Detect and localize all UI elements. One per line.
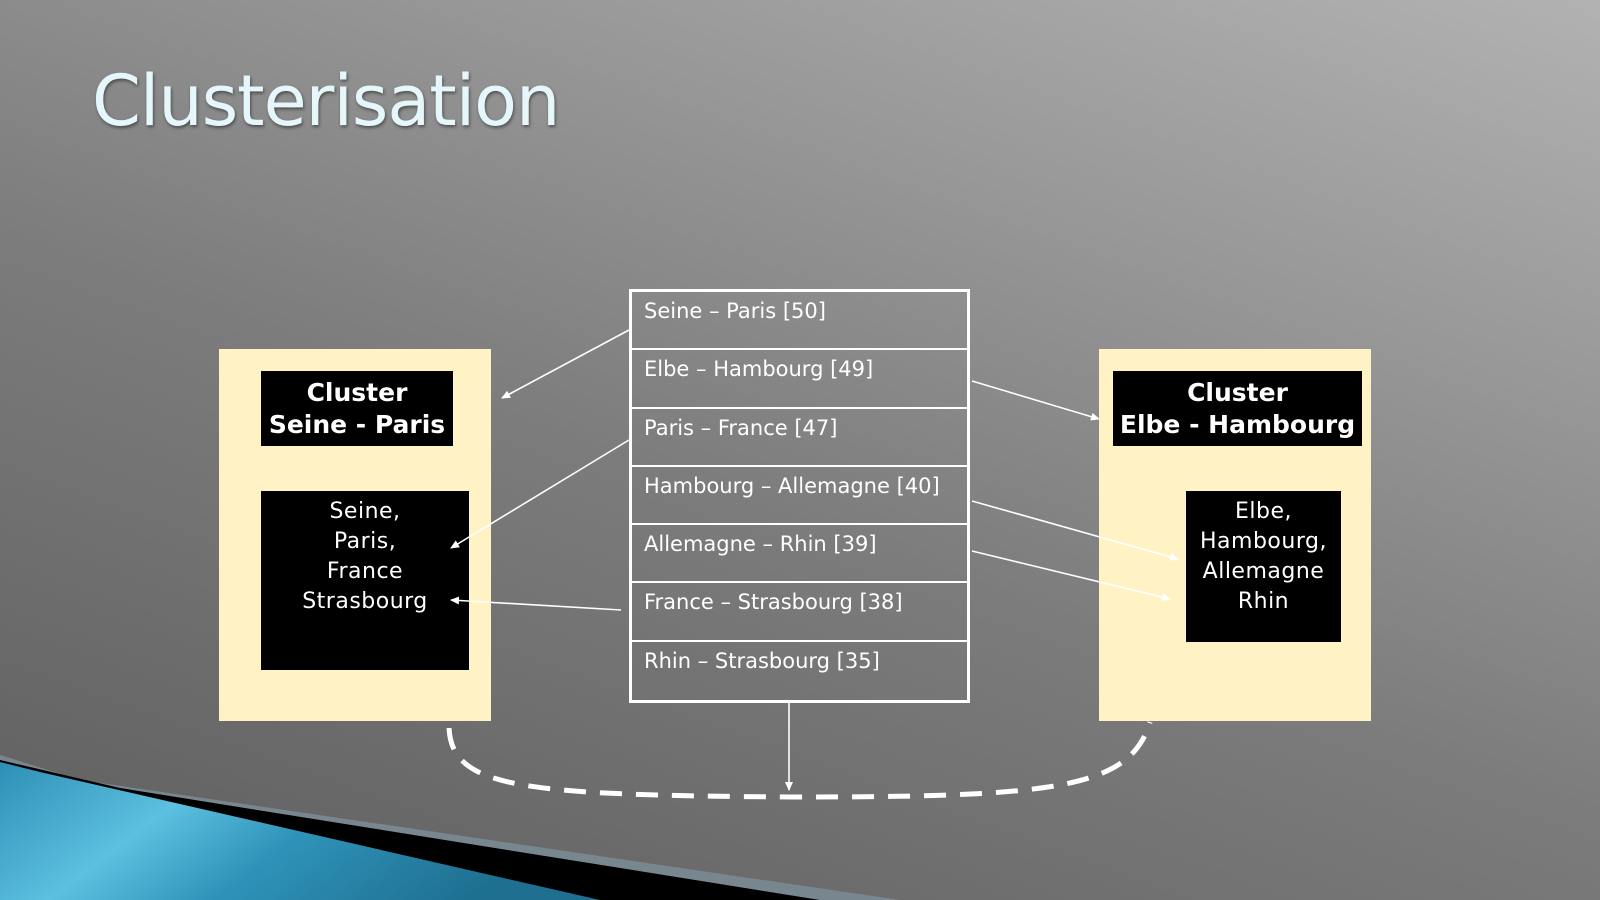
arrow-france-strasbourg-to-left-items [450, 596, 622, 611]
cluster-header-line2: Elbe - Hambourg [1119, 409, 1356, 439]
cluster-header-line2: Seine - Paris [268, 409, 446, 439]
slide-title: Clusterisation [92, 60, 560, 142]
arrow-elbe-hambourg-to-right-header [971, 380, 1100, 421]
cluster-item: Strasbourg [302, 589, 428, 614]
pair-row: Hambourg – Allemagne [40] [632, 467, 967, 526]
pair-row: Allemagne – Rhin [39] [632, 525, 967, 584]
cluster-items-seine-paris: Seine, Paris, France Strasbourg [261, 491, 469, 670]
pair-row: France – Strasbourg [38] [632, 583, 967, 642]
ranked-pair-list: Seine – Paris [50] Elbe – Hambourg [49] … [629, 289, 970, 704]
cluster-header-line1: Cluster [1187, 377, 1288, 407]
cluster-item: Rhin [1237, 589, 1290, 614]
arrow-paris-france-to-left-items [450, 439, 630, 549]
cluster-item: Elbe, [1234, 499, 1292, 524]
arrow-hambourg-allemagne-to-right-items [971, 500, 1179, 561]
cluster-item: Allemagne [1202, 559, 1325, 584]
cluster-item: Hambourg, [1200, 529, 1327, 554]
cluster-header-elbe-hambourg: Cluster Elbe - Hambourg [1113, 371, 1362, 446]
pair-row: Elbe – Hambourg [49] [632, 350, 967, 409]
pair-row: Rhin – Strasbourg [35] [644, 648, 880, 673]
arrow-seine-paris-to-left-header [501, 329, 630, 399]
cluster-item: Paris, [333, 529, 397, 554]
arrow-allemagne-rhin-to-right-items [971, 550, 1171, 602]
pair-row: Seine – Paris [50] [632, 292, 967, 351]
pair-row: Paris – France [47] [632, 409, 967, 467]
cluster-item: Seine, [329, 499, 401, 524]
cluster-items-elbe-hambourg: Elbe, Hambourg, Allemagne Rhin [1186, 491, 1341, 642]
dashed-link-between-clusters [446, 721, 1153, 800]
cluster-item: France [326, 559, 404, 584]
cluster-header-line1: Cluster [306, 377, 408, 407]
cluster-header-seine-paris: Cluster Seine - Paris [261, 371, 453, 446]
